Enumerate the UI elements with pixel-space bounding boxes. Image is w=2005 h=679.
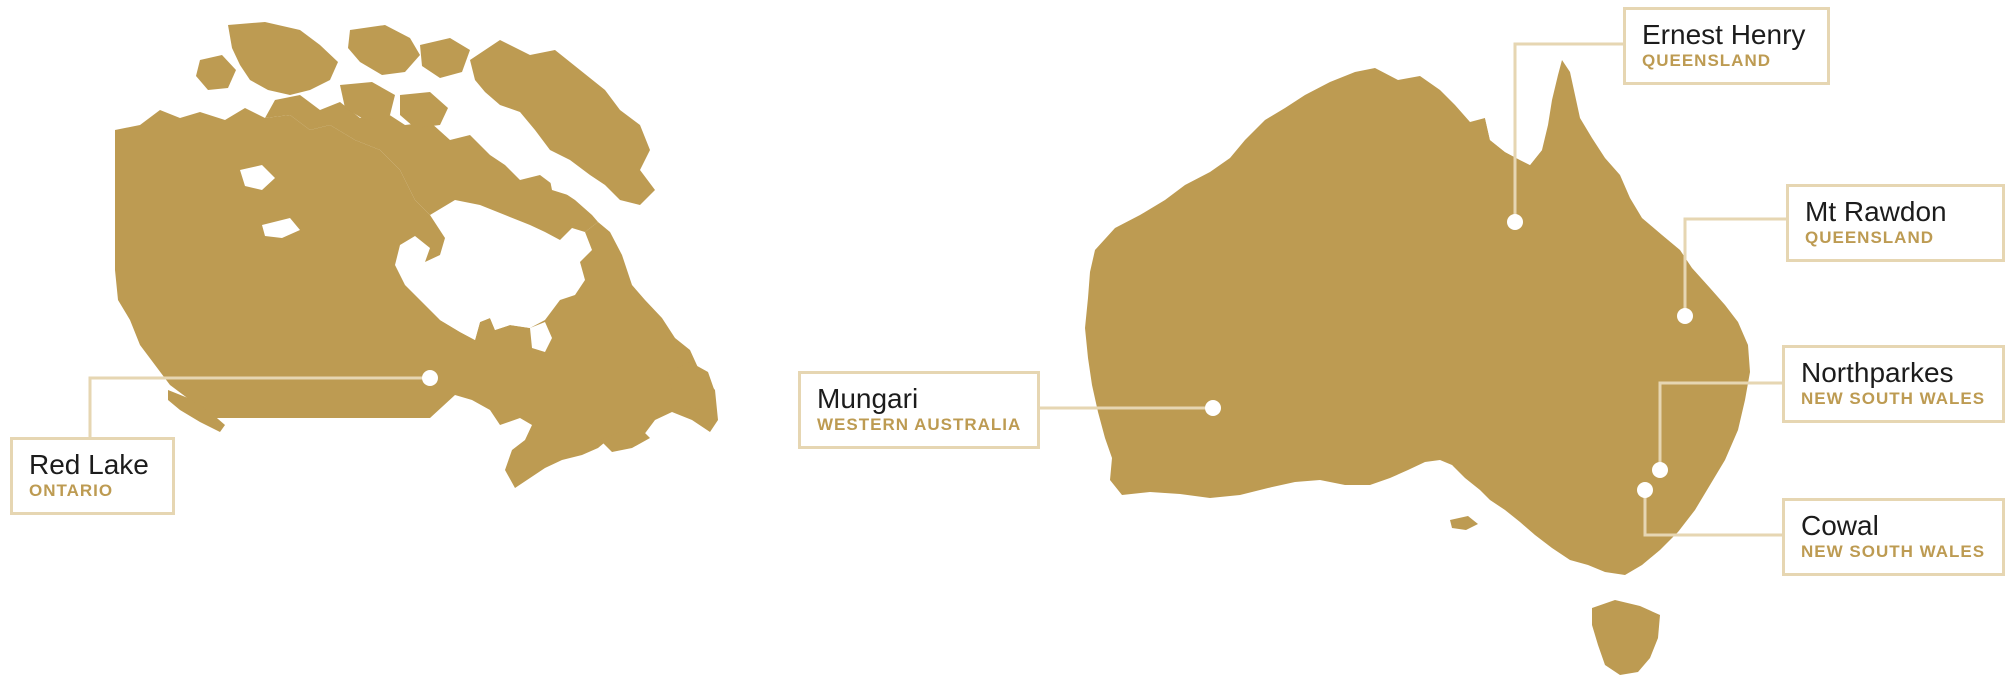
canada-landmass <box>115 22 718 488</box>
site-region: QUEENSLAND <box>1642 51 1772 70</box>
site-marker-ernest-henry[interactable] <box>1507 214 1523 230</box>
james-bay <box>530 322 552 352</box>
site-region: QUEENSLAND <box>1805 228 1935 247</box>
leader-line-ernest-henry <box>1513 42 1625 222</box>
canada-north-rim <box>265 95 598 240</box>
canada-mainland <box>115 108 718 488</box>
spencer-gulf <box>1446 465 1470 505</box>
site-name: Cowal <box>1801 510 1879 541</box>
site-marker-mt-rawdon[interactable] <box>1677 308 1693 324</box>
site-marker-northparkes[interactable] <box>1652 462 1668 478</box>
site-region: WESTERN AUSTRALIA <box>817 415 1022 434</box>
australia-landmass <box>1085 60 1750 675</box>
site-label-mungari[interactable]: Mungari WESTERN AUSTRALIA <box>798 371 1040 449</box>
site-name: Mt Rawdon <box>1805 196 1947 227</box>
site-name: Northparkes <box>1801 357 1954 388</box>
site-name: Mungari <box>817 383 919 414</box>
site-marker-red-lake[interactable] <box>422 370 438 386</box>
hudson-bay <box>428 240 548 340</box>
foxe-basin <box>548 165 580 195</box>
site-label-cowal[interactable]: Cowal NEW SOUTH WALES <box>1782 498 2005 576</box>
site-name: Red Lake <box>29 449 149 480</box>
site-region: NEW SOUTH WALES <box>1801 389 1986 408</box>
arctic-island-3 <box>340 82 395 120</box>
arctic-island-4 <box>400 92 448 128</box>
site-label-red-lake[interactable]: Red Lake ONTARIO <box>10 437 175 515</box>
site-region: ONTARIO <box>29 481 114 500</box>
site-label-northparkes[interactable]: Northparkes NEW SOUTH WALES <box>1782 345 2005 423</box>
australia-mainland <box>1085 60 1750 575</box>
kangaroo-island <box>1450 516 1478 530</box>
site-markers <box>422 214 1693 498</box>
arctic-island-5 <box>196 55 236 90</box>
leader-lines <box>88 42 1787 537</box>
arctic-island-1 <box>348 25 420 75</box>
newfoundland <box>668 362 715 410</box>
site-region: NEW SOUTH WALES <box>1801 542 1986 561</box>
site-label-mt-rawdon[interactable]: Mt Rawdon QUEENSLAND <box>1786 184 2005 262</box>
vancouver-island <box>168 390 225 432</box>
site-marker-mungari[interactable] <box>1205 400 1221 416</box>
arctic-island-2 <box>420 38 470 78</box>
baffin-island <box>470 40 655 205</box>
leader-line-cowal <box>1643 490 1783 537</box>
leader-line-northparkes <box>1658 381 1783 470</box>
tasmania <box>1592 600 1660 675</box>
great-slave-lake <box>262 218 300 238</box>
site-marker-cowal[interactable] <box>1637 482 1653 498</box>
ellesmere-island <box>228 22 338 95</box>
leader-line-mt-rawdon <box>1683 217 1787 316</box>
canada-water <box>240 165 580 352</box>
nova-scotia <box>600 430 650 452</box>
leader-line-red-lake <box>88 376 430 438</box>
site-label-ernest-henry[interactable]: Ernest Henry QUEENSLAND <box>1623 7 1830 85</box>
site-name: Ernest Henry <box>1642 19 1806 50</box>
great-bear-lake <box>240 165 275 190</box>
